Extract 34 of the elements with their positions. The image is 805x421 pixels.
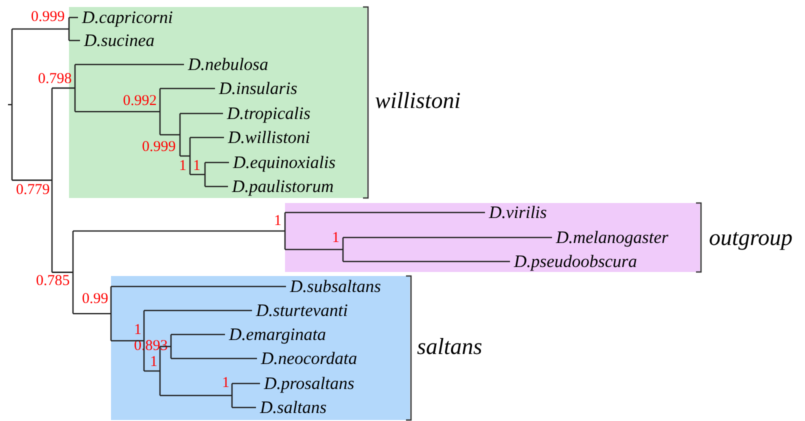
taxon-label: D.insularis bbox=[219, 77, 298, 99]
taxon-label: D.paulistorum bbox=[232, 175, 334, 197]
taxon-label: D.virilis bbox=[489, 201, 547, 223]
support-value: 1 bbox=[193, 158, 200, 174]
support-value: 0.785 bbox=[36, 273, 70, 289]
taxon-label: D.sturtevanti bbox=[256, 299, 348, 321]
taxon-label: D.melanogaster bbox=[556, 226, 668, 248]
taxon-label: D.saltans bbox=[260, 396, 327, 418]
support-value: 1 bbox=[179, 158, 186, 174]
support-value: 1 bbox=[222, 375, 230, 391]
taxon-label: D.emarginata bbox=[229, 323, 326, 345]
taxon-label: D.prosaltans bbox=[264, 372, 354, 394]
support-value: 1 bbox=[134, 322, 142, 338]
taxon-label: D.subsaltans bbox=[290, 275, 381, 297]
taxon-label: D.willistoni bbox=[228, 126, 310, 148]
taxon-label: D.nebulosa bbox=[188, 53, 268, 75]
support-value: 0.798 bbox=[38, 71, 72, 87]
clade-label: outgroup bbox=[709, 224, 792, 252]
support-value: 0.999 bbox=[142, 139, 176, 155]
support-value: 1 bbox=[150, 354, 158, 370]
taxon-label: D.equinoxialis bbox=[233, 151, 336, 173]
taxon-label: D.capricorni bbox=[82, 6, 173, 28]
taxon-label: D.sucinea bbox=[84, 29, 154, 51]
support-value: 0.99 bbox=[82, 291, 108, 307]
clade-label: saltans bbox=[417, 333, 482, 361]
support-value: 0.992 bbox=[123, 93, 157, 109]
support-value: 0.999 bbox=[31, 9, 65, 25]
support-value: 1 bbox=[274, 213, 282, 229]
clade-label: willistoni bbox=[375, 87, 461, 115]
taxon-label: D.neocordata bbox=[261, 347, 358, 369]
taxon-label: D.pseudoobscura bbox=[514, 250, 637, 272]
taxon-label: D.tropicalis bbox=[227, 102, 310, 124]
support-value: 0.779 bbox=[16, 182, 50, 198]
support-value: 1 bbox=[332, 230, 340, 246]
